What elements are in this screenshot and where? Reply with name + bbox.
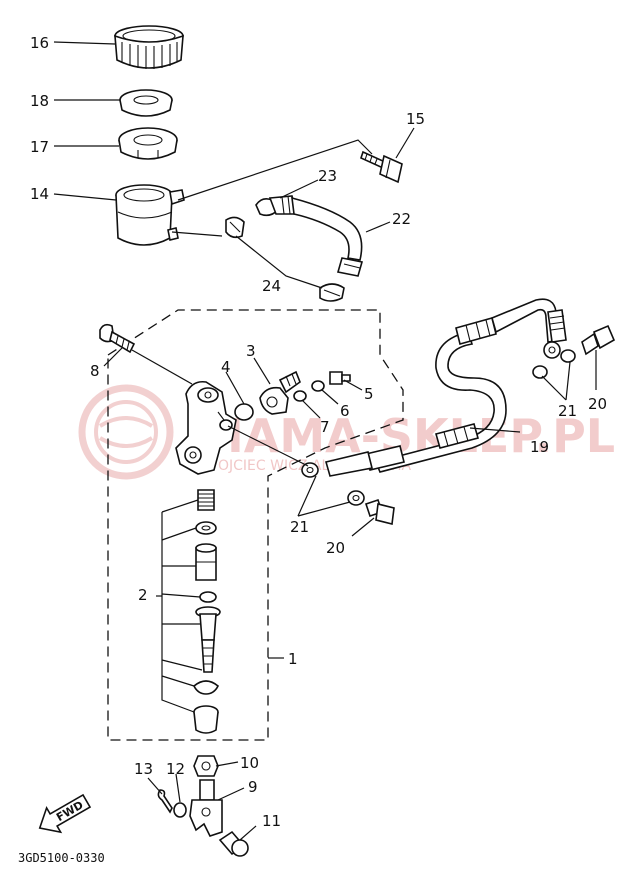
part-reservoir-tank xyxy=(115,184,185,246)
callout-19: 19 xyxy=(530,438,549,456)
callout-7: 7 xyxy=(320,418,330,436)
leader-lines xyxy=(53,41,597,841)
callout-18: 18 xyxy=(30,92,49,110)
part-hose-clip-upper xyxy=(225,216,245,239)
callout-4: 4 xyxy=(221,358,231,376)
part-washer-21-right-a xyxy=(532,365,548,379)
part-reservoir-hose xyxy=(255,195,364,277)
callout-14: 14 xyxy=(30,185,49,203)
part-hose-clip-lower xyxy=(319,283,345,302)
fwd-arrow-icon: FWD xyxy=(38,793,92,834)
callout-22: 22 xyxy=(392,210,411,228)
callout-24: 24 xyxy=(262,277,281,295)
part-washer-21-lower-b xyxy=(347,490,365,506)
part-washer-12 xyxy=(173,802,187,818)
callout-23: 23 xyxy=(318,167,337,185)
part-diaphragm xyxy=(119,89,173,117)
callout-8: 8 xyxy=(90,362,100,380)
part-screw-5 xyxy=(329,371,351,385)
part-brake-hose xyxy=(325,298,567,477)
part-piston-kit xyxy=(193,489,221,734)
part-plate xyxy=(118,127,178,160)
callout-17: 17 xyxy=(30,138,49,156)
callout-11: 11 xyxy=(262,812,281,830)
callout-1: 1 xyxy=(288,650,298,668)
callout-2: 2 xyxy=(138,586,148,604)
part-union-bolt-lower xyxy=(364,498,395,525)
callout-21-right: 21 xyxy=(558,402,577,420)
part-bolt-8 xyxy=(99,323,136,354)
callout-16: 16 xyxy=(30,34,49,52)
callout-12: 12 xyxy=(166,760,185,778)
callout-15: 15 xyxy=(406,110,425,128)
watermark-logo-icon xyxy=(78,384,174,480)
part-clevis xyxy=(189,779,223,837)
callout-10: 10 xyxy=(240,754,259,772)
part-joint xyxy=(259,370,301,415)
part-washer-21-right-b xyxy=(560,349,576,363)
part-cotter-pin xyxy=(157,789,173,814)
part-master-cylinder-body xyxy=(175,380,237,475)
part-union-bolt-right xyxy=(581,324,616,356)
part-o-ring xyxy=(234,403,254,421)
part-washer-7 xyxy=(293,390,307,402)
callout-20-right: 20 xyxy=(588,395,607,413)
drawing-code: 3GD5100-0330 xyxy=(18,851,105,865)
part-nut-10 xyxy=(193,755,219,777)
callout-6: 6 xyxy=(340,402,350,420)
part-pin-11 xyxy=(218,830,249,857)
part-reservoir-cap xyxy=(114,25,184,69)
callout-5: 5 xyxy=(364,385,374,403)
part-washer-21-lower-a xyxy=(301,462,319,478)
part-bolt-15 xyxy=(360,150,403,184)
assembly-outline xyxy=(107,309,404,741)
callout-9: 9 xyxy=(248,778,258,796)
callout-3: 3 xyxy=(246,342,256,360)
callout-20-lower: 20 xyxy=(326,539,345,557)
callout-labels: 16 18 17 14 15 23 22 24 8 4 3 5 6 7 21 2… xyxy=(30,34,607,830)
part-washer-6 xyxy=(311,380,325,392)
callout-21-lower: 21 xyxy=(290,518,309,536)
callout-13: 13 xyxy=(134,760,153,778)
